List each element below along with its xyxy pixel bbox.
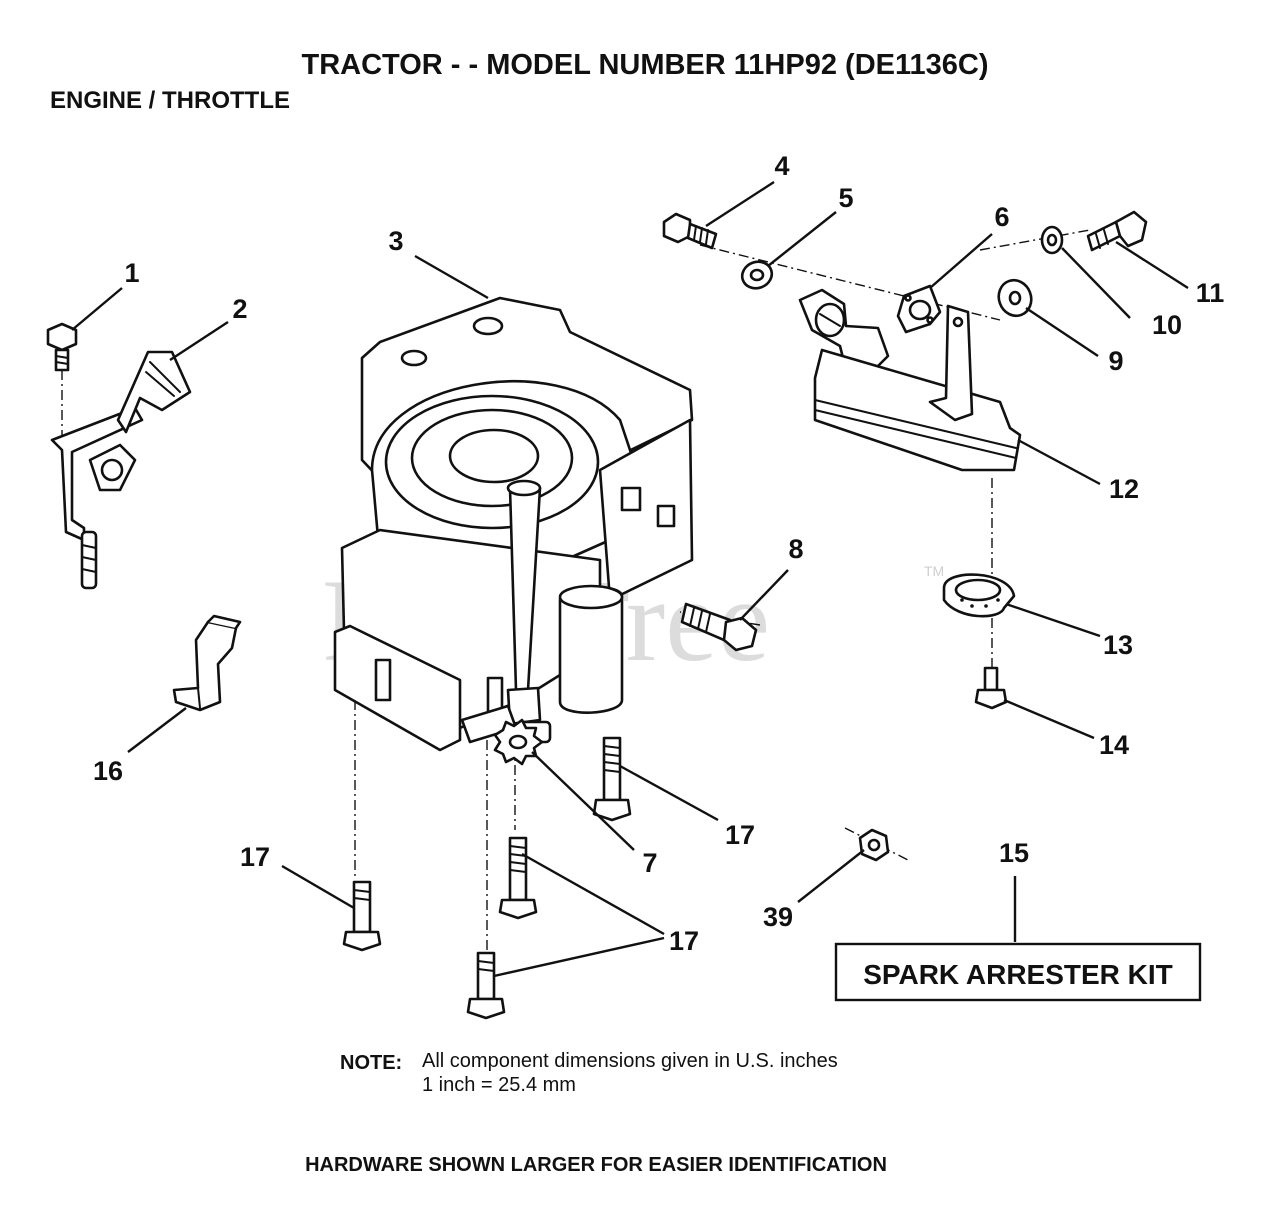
callout-15: 15: [999, 838, 1029, 868]
callout-4: 4: [774, 151, 789, 181]
note-label: NOTE:: [340, 1052, 402, 1074]
callout-39: 39: [763, 902, 793, 932]
part-10-lockwasher: [1040, 225, 1064, 255]
callout-5: 5: [838, 183, 853, 213]
leader-lines: [71, 180, 1189, 978]
callout-16: 16: [93, 756, 123, 786]
part-14-screw: [974, 666, 1008, 710]
part-7-starwasher: [493, 718, 544, 766]
callout-3: 3: [388, 226, 403, 256]
callout-8: 8: [788, 534, 803, 564]
callout-10: 10: [1152, 310, 1182, 340]
callout-17-bottom: 17: [669, 926, 699, 956]
part-17-bolt-c: [342, 880, 382, 952]
callout-9: 9: [1108, 346, 1123, 376]
part-12-muffler: [798, 288, 1022, 472]
spark-arrester-kit-box: SPARK ARRESTER KIT: [834, 942, 1202, 1002]
callout-7: 7: [642, 848, 657, 878]
part-8-bolt: [680, 602, 758, 652]
part-5-washer: [740, 260, 774, 290]
note-line-1: All component dimensions given in U.S. i…: [422, 1050, 838, 1072]
part-11-bolt: [1086, 210, 1148, 252]
part-2-throttle-control: [50, 350, 192, 590]
part-39-nut: [858, 828, 890, 862]
part-16-bracket: [172, 614, 242, 712]
part-3-engine: [333, 296, 694, 752]
callout-6: 6: [994, 202, 1009, 232]
callout-17-right: 17: [725, 820, 755, 850]
part-17-bolt-b: [498, 836, 538, 920]
part-9-washer: [997, 278, 1033, 318]
part-1-bolt: [46, 322, 78, 372]
part-4-bolt: [662, 212, 718, 250]
spark-arrester-kit-label: SPARK ARRESTER KIT: [863, 959, 1173, 990]
callout-12: 12: [1109, 474, 1139, 504]
watermark-trademark: TM: [924, 563, 944, 579]
section-title: ENGINE / THROTTLE: [50, 87, 290, 114]
callout-1: 1: [124, 258, 139, 288]
note-line-2: 1 inch = 25.4 mm: [422, 1074, 576, 1096]
callout-17-left: 17: [240, 842, 270, 872]
hardware-footer-note: HARDWARE SHOWN LARGER FOR EASIER IDENTIF…: [305, 1154, 887, 1176]
page-title: TRACTOR - - MODEL NUMBER 11HP92 (DE1136C…: [301, 49, 988, 81]
callout-14: 14: [1099, 730, 1129, 760]
callout-13: 13: [1103, 630, 1133, 660]
part-13-screen: [942, 573, 1016, 618]
callout-11: 11: [1196, 278, 1225, 308]
part-17-bolt-a: [592, 736, 632, 822]
callouts: 1 2 3 4 5 6 11 10 9 12 8 13 14 16 7 17 1…: [93, 151, 1224, 956]
part-6-gasket: [896, 284, 942, 334]
dimension-note: NOTE: All component dimensions given in …: [340, 1050, 838, 1096]
part-17-bolt-d: [466, 951, 506, 1020]
callout-2: 2: [232, 294, 247, 324]
